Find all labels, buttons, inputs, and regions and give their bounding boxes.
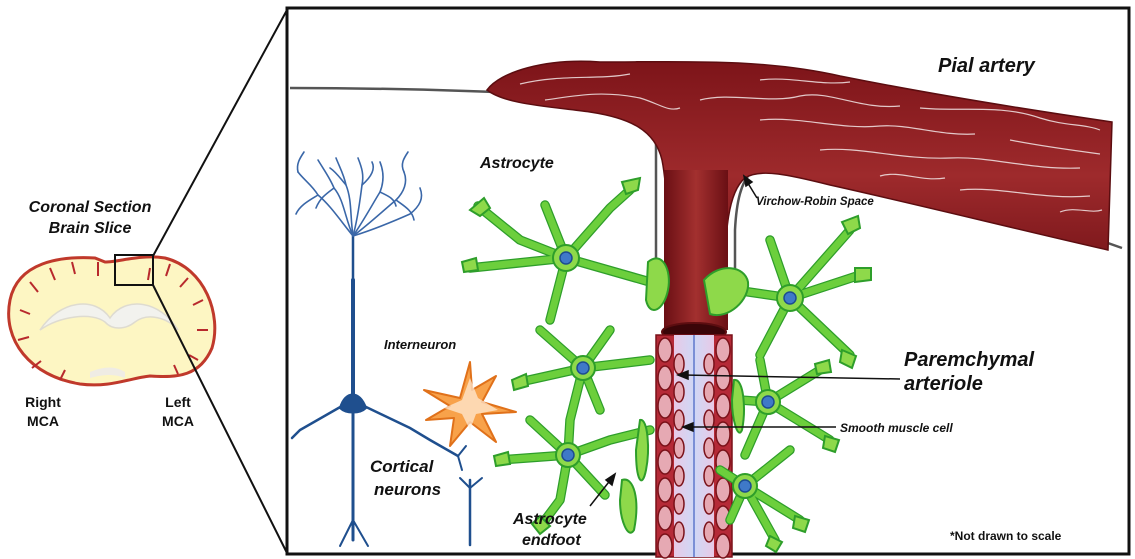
astrocyte-nucleus bbox=[762, 396, 774, 408]
right-mca-line1: Right bbox=[25, 394, 61, 410]
parenchymal-arteriole bbox=[656, 335, 732, 558]
label-smooth-muscle: Smooth muscle cell bbox=[840, 421, 953, 435]
left-mca-line2: MCA bbox=[162, 413, 194, 429]
astrocyte-nucleus bbox=[784, 292, 796, 304]
label-interneuron: Interneuron bbox=[384, 337, 456, 352]
label-endfoot-line1: Astrocyte bbox=[512, 511, 587, 528]
label-cortical-line1: Cortical bbox=[370, 457, 435, 476]
label-scale-note: *Not drawn to scale bbox=[950, 529, 1062, 543]
right-mca-line2: MCA bbox=[27, 413, 59, 429]
label-paremchymal-line2: arteriole bbox=[904, 373, 983, 395]
astrocyte-nucleus bbox=[577, 362, 589, 374]
label-astrocyte: Astrocyte bbox=[479, 155, 554, 172]
label-virchow-robin: Virchow-Robin Space bbox=[756, 196, 874, 208]
inset-title-line2: Brain Slice bbox=[49, 220, 132, 237]
left-mca-line1: Left bbox=[165, 394, 191, 410]
astrocyte-nucleus bbox=[739, 480, 751, 492]
astrocyte-nucleus bbox=[560, 252, 572, 264]
brain-slice-inset bbox=[9, 255, 215, 385]
label-paremchymal-line1: Paremchymal bbox=[904, 349, 1035, 371]
label-pial-artery: Pial artery bbox=[938, 55, 1036, 77]
astrocyte-endfoot-left bbox=[636, 420, 648, 480]
zoom-line-top bbox=[153, 10, 287, 256]
label-endfoot-line2: endfoot bbox=[522, 532, 581, 549]
label-cortical-line2: neurons bbox=[374, 480, 441, 499]
inset-title-line1: Coronal Section bbox=[29, 199, 152, 216]
astrocyte-nucleus bbox=[562, 449, 574, 461]
